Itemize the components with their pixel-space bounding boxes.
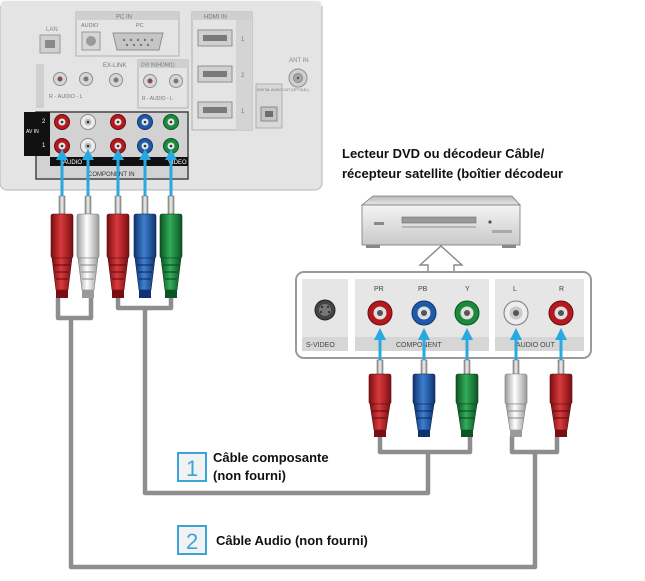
plug-device-audio-l xyxy=(504,359,528,437)
hdmi-in-label: HDMI IN xyxy=(204,15,227,21)
cable-number-1: 1 xyxy=(186,456,198,481)
device-back-panel: S-VIDEO PR PB Y COMPONENT L R AUDIO OUT xyxy=(295,271,592,359)
pc-audio-label: AUDIO xyxy=(81,23,99,29)
device-title-line2: récepteur satellite (boîtier décodeur xyxy=(342,166,563,181)
pc-label: PC xyxy=(136,23,144,29)
hdmi-num-3: 1 xyxy=(241,109,245,115)
cable-number-badge-2 xyxy=(177,525,207,555)
plug-device-component-pb xyxy=(412,359,436,437)
lan-label: LAN xyxy=(46,27,58,33)
device-audio-jacks xyxy=(503,300,574,326)
component-label: COMPONENT xyxy=(396,342,442,349)
dvi-audio-label: R - AUDIO - L xyxy=(142,96,173,102)
row1-jacks xyxy=(54,138,179,154)
plug-tv-audio-l xyxy=(76,195,100,298)
cable-label-2-line1: Câble Audio (non fourni) xyxy=(216,533,368,548)
plug-device-audio-r xyxy=(549,359,573,437)
tv-arrows xyxy=(56,149,177,202)
r-label: R xyxy=(559,286,564,293)
pb-label: PB xyxy=(418,286,428,293)
cable-label-1: 1 Câble composante (non fourni) xyxy=(177,450,329,483)
tv-plugs xyxy=(50,195,183,298)
component-cable-route-left xyxy=(115,298,174,311)
pc-in-label: PC IN xyxy=(116,15,132,21)
plug-tv-component-pb xyxy=(133,195,157,298)
audio-out-label: AUDIO OUT xyxy=(516,342,556,349)
device-plugs xyxy=(368,359,573,437)
av-in-label: AV IN xyxy=(26,129,39,135)
y-label: Y xyxy=(465,286,470,293)
audio-cable-route-right xyxy=(509,436,560,455)
plug-tv-audio-r xyxy=(50,195,74,298)
vga-port xyxy=(112,32,164,51)
svideo-label: S-VIDEO xyxy=(306,342,335,349)
dvi-in-label: DVI IN(HDMI1) xyxy=(141,63,175,69)
ant-in-label: ANT IN xyxy=(289,58,309,64)
plug-tv-component-pr xyxy=(106,195,130,298)
cable-number-2: 2 xyxy=(186,529,198,554)
cable-routes xyxy=(55,298,560,570)
device-title-line1: Lecteur DVD ou décodeur Câble/ xyxy=(342,146,545,161)
ex-link-label: EX-LINK xyxy=(103,63,126,69)
component-cable-route-right xyxy=(377,436,473,455)
pr-label: PR xyxy=(374,286,384,293)
cable-label-1-line2: (non fourni) xyxy=(213,468,286,483)
cable-label-1-line1: Câble composante xyxy=(213,450,329,465)
digital-audio-out-label: DIGITAL AUDIO OUT (OPTICAL) xyxy=(257,88,309,92)
dvd-player-top xyxy=(360,195,521,206)
video-row-label: VIDEO xyxy=(168,160,187,166)
plug-device-component-y xyxy=(455,359,479,437)
component-cable-route-main xyxy=(142,308,431,496)
row2-jacks xyxy=(54,114,179,130)
tv-back-panel: LAN PC IN AUDIO PC HDMI IN 1 2 1 ANT IN xyxy=(0,0,323,191)
dvd-player-front xyxy=(361,204,521,246)
dvd-player xyxy=(360,195,521,248)
hdmi-num-2: 2 xyxy=(241,73,245,79)
device-component-jacks xyxy=(367,300,480,326)
audio-row-label: AUDIO xyxy=(63,160,82,166)
cable-number-badge-1 xyxy=(177,452,207,482)
audio-cable-route-left xyxy=(55,298,94,321)
plug-device-component-pr xyxy=(368,359,392,437)
row-2-label: 2 xyxy=(42,119,46,125)
audio-cable-route-main xyxy=(68,318,538,570)
component-in-label: COMPONENT IN xyxy=(88,172,135,178)
hdmi-num-1: 1 xyxy=(241,37,245,43)
side-audio-label: R - AUDIO - L xyxy=(49,94,83,100)
l-label: L xyxy=(513,286,517,293)
plug-tv-component-y xyxy=(159,195,183,298)
cable-label-2: 2 Câble Audio (non fourni) xyxy=(177,525,368,555)
device-pointer-arrow xyxy=(418,245,464,272)
row-1-label: 1 xyxy=(42,143,46,149)
